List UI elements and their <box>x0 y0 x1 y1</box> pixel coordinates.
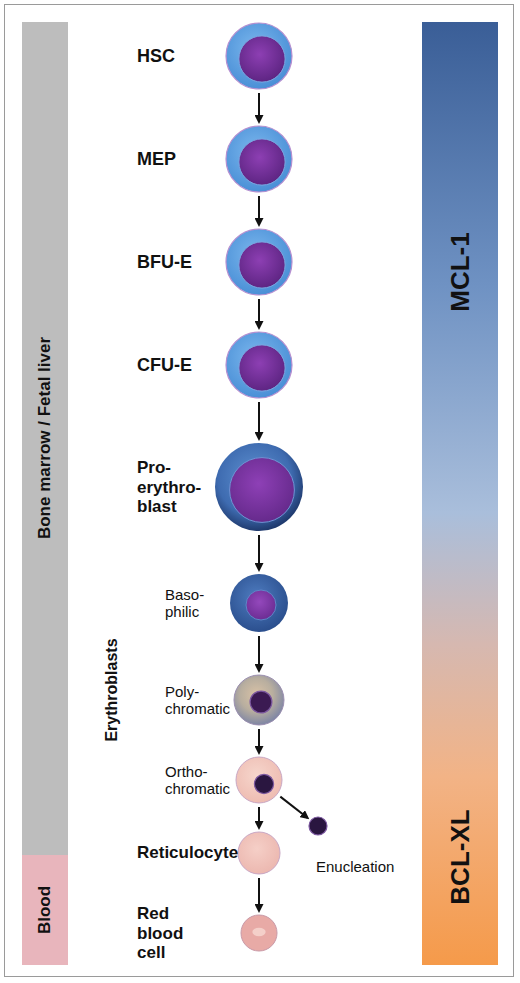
stage-label: Enucleation <box>316 858 426 875</box>
arrow-connector <box>280 797 307 818</box>
cell-shape <box>214 442 304 532</box>
cell-circle: Ortho- chromatic <box>235 756 283 804</box>
location-band: Blood <box>22 855 68 965</box>
cell-shape <box>233 674 285 726</box>
cell-shape <box>237 831 281 875</box>
location-band: Bone marrow / Fetal liver <box>22 22 68 855</box>
arrow-connector <box>258 807 260 828</box>
expression-gradient-band: MCL-1BCL-XL <box>422 22 498 965</box>
cell-circle: Red blood cell <box>240 914 278 952</box>
stage-label: Baso- philic <box>165 586 225 621</box>
cell-shape <box>225 125 293 193</box>
stage-label: MEP <box>137 149 217 170</box>
cell-circle: Reticulocyte <box>237 831 281 875</box>
cell-circle: HSC <box>225 22 293 90</box>
stage-label: Red blood cell <box>137 904 197 963</box>
group-label: Erythroblasts <box>103 638 121 741</box>
stage-label: Pro- erythro- blast <box>137 458 209 517</box>
stage-label: Ortho- chromatic <box>165 763 235 798</box>
cell-shape <box>240 914 278 952</box>
band-label: BCL-XL <box>445 809 476 904</box>
cell-shape <box>225 331 293 399</box>
cell-circle: Enucleation <box>308 816 328 836</box>
arrow-connector <box>258 299 260 328</box>
arrow-connector <box>258 636 260 671</box>
arrow-connector <box>258 402 260 439</box>
band-label: Bone marrow / Fetal liver <box>35 337 55 539</box>
arrow-connector <box>258 878 260 911</box>
stage-label: BFU-E <box>137 252 217 273</box>
band-label: MCL-1 <box>445 232 476 311</box>
stage-label: HSC <box>137 46 217 67</box>
cell-shape <box>308 816 328 836</box>
cell-circle: Pro- erythro- blast <box>214 442 304 532</box>
stage-label: Reticulocyte <box>137 843 247 863</box>
arrow-connector <box>258 535 260 570</box>
cell-shape <box>235 756 283 804</box>
cell-shape <box>225 22 293 90</box>
cell-shape <box>229 573 289 633</box>
cell-circle: Poly- chromatic <box>233 674 285 726</box>
cell-shape <box>225 228 293 296</box>
stage-label: CFU-E <box>137 355 217 376</box>
cell-circle: CFU-E <box>225 331 293 399</box>
arrow-connector <box>258 729 260 753</box>
cell-circle: Baso- philic <box>229 573 289 633</box>
cell-circle: BFU-E <box>225 228 293 296</box>
band-label: Blood <box>35 886 55 934</box>
stage-label: Poly- chromatic <box>165 683 235 718</box>
cell-circle: MEP <box>225 125 293 193</box>
arrow-connector <box>258 93 260 122</box>
arrow-connector <box>258 196 260 225</box>
